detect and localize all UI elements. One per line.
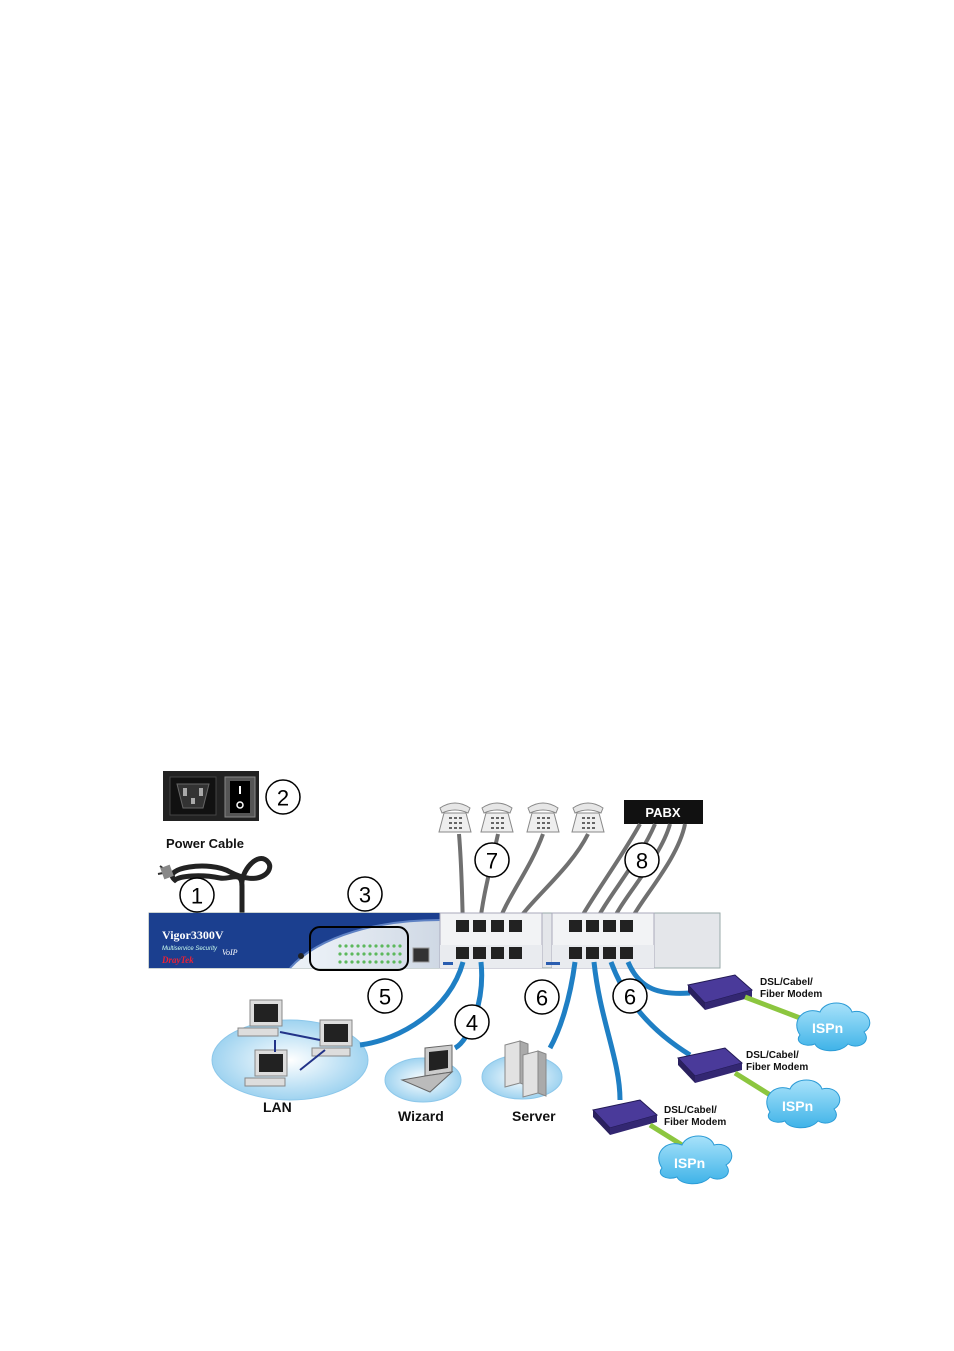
power-cord-icon	[157, 856, 273, 916]
phone-cables	[457, 833, 590, 927]
phone-icon	[526, 802, 560, 833]
callout-3: 3	[347, 876, 383, 912]
phone-icon	[571, 802, 605, 833]
factory-reset-button	[298, 953, 304, 959]
svg-text:6: 6	[624, 985, 636, 1010]
svg-text:1: 1	[191, 884, 203, 909]
svg-text:6: 6	[536, 986, 548, 1011]
wizard-laptop-icon	[384, 1044, 462, 1103]
server-icon	[481, 1040, 563, 1100]
device-voip: VoIP	[222, 948, 238, 957]
pabx-box: PABX	[624, 800, 703, 824]
svg-text:7: 7	[486, 849, 498, 874]
svg-text:5: 5	[379, 985, 391, 1010]
callout-6-wan: 6	[612, 978, 648, 1014]
led-highlight-box	[309, 926, 409, 971]
isp-cloud-icon: ISPn	[796, 1002, 871, 1052]
wizard-label: Wizard	[398, 1108, 444, 1124]
modem-icon	[592, 1099, 659, 1135]
lan-label: LAN	[263, 1099, 292, 1115]
callout-8: 8	[624, 842, 660, 878]
modem-icon	[687, 974, 754, 1010]
modem-label-2b: Fiber Modem	[746, 1062, 808, 1073]
svg-text:4: 4	[466, 1011, 478, 1036]
modem-label-3: DSL/Cabel/	[664, 1105, 717, 1116]
isp-label-2: ISPn	[782, 1098, 813, 1114]
server-label: Server	[512, 1108, 556, 1124]
modem-label-1: DSL/Cabel/	[760, 977, 813, 988]
router-device: Vigor3300V Multiservice Security VoIP Dr…	[148, 912, 721, 969]
svg-text:2: 2	[277, 786, 289, 811]
fxo-ports	[569, 920, 633, 932]
power-switch-icon	[224, 776, 256, 818]
isp-label-1: ISPn	[812, 1020, 843, 1036]
phone-icon	[480, 802, 514, 833]
wan-ports	[569, 947, 633, 959]
callout-5: 5	[367, 978, 403, 1014]
led-panel	[338, 944, 402, 964]
callout-7: 7	[474, 842, 510, 878]
modem-icon	[677, 1047, 744, 1083]
callout-1: 1	[179, 877, 215, 913]
device-brand: DrayTek	[161, 955, 194, 965]
device-subtitle: Multiservice Security	[162, 946, 218, 952]
modem-label-3b: Fiber Modem	[664, 1117, 726, 1128]
svg-text:3: 3	[359, 883, 371, 908]
isp-label-3: ISPn	[674, 1155, 705, 1171]
phone-icon	[438, 802, 472, 833]
isp-cloud-icon: ISPn	[658, 1135, 733, 1185]
isp-cloud-icon: ISPn	[766, 1079, 841, 1129]
fxs-ports	[456, 920, 522, 932]
device-model: Vigor3300V	[162, 928, 224, 942]
phone-icons	[438, 802, 605, 833]
modem-label-2: DSL/Cabel/	[746, 1050, 799, 1061]
modem-label-1b: Fiber Modem	[760, 989, 822, 1000]
svg-text:8: 8	[636, 849, 648, 874]
lan-ports	[456, 947, 522, 959]
callout-4: 4	[454, 1004, 490, 1040]
callout-6-server: 6	[524, 979, 560, 1015]
power-cable-label: Power Cable	[166, 836, 244, 851]
callout-2: 2	[265, 779, 301, 815]
console-port	[412, 947, 430, 963]
pabx-label: PABX	[645, 805, 680, 820]
lan-network-icon	[211, 999, 369, 1101]
pabx-cables	[575, 823, 687, 926]
